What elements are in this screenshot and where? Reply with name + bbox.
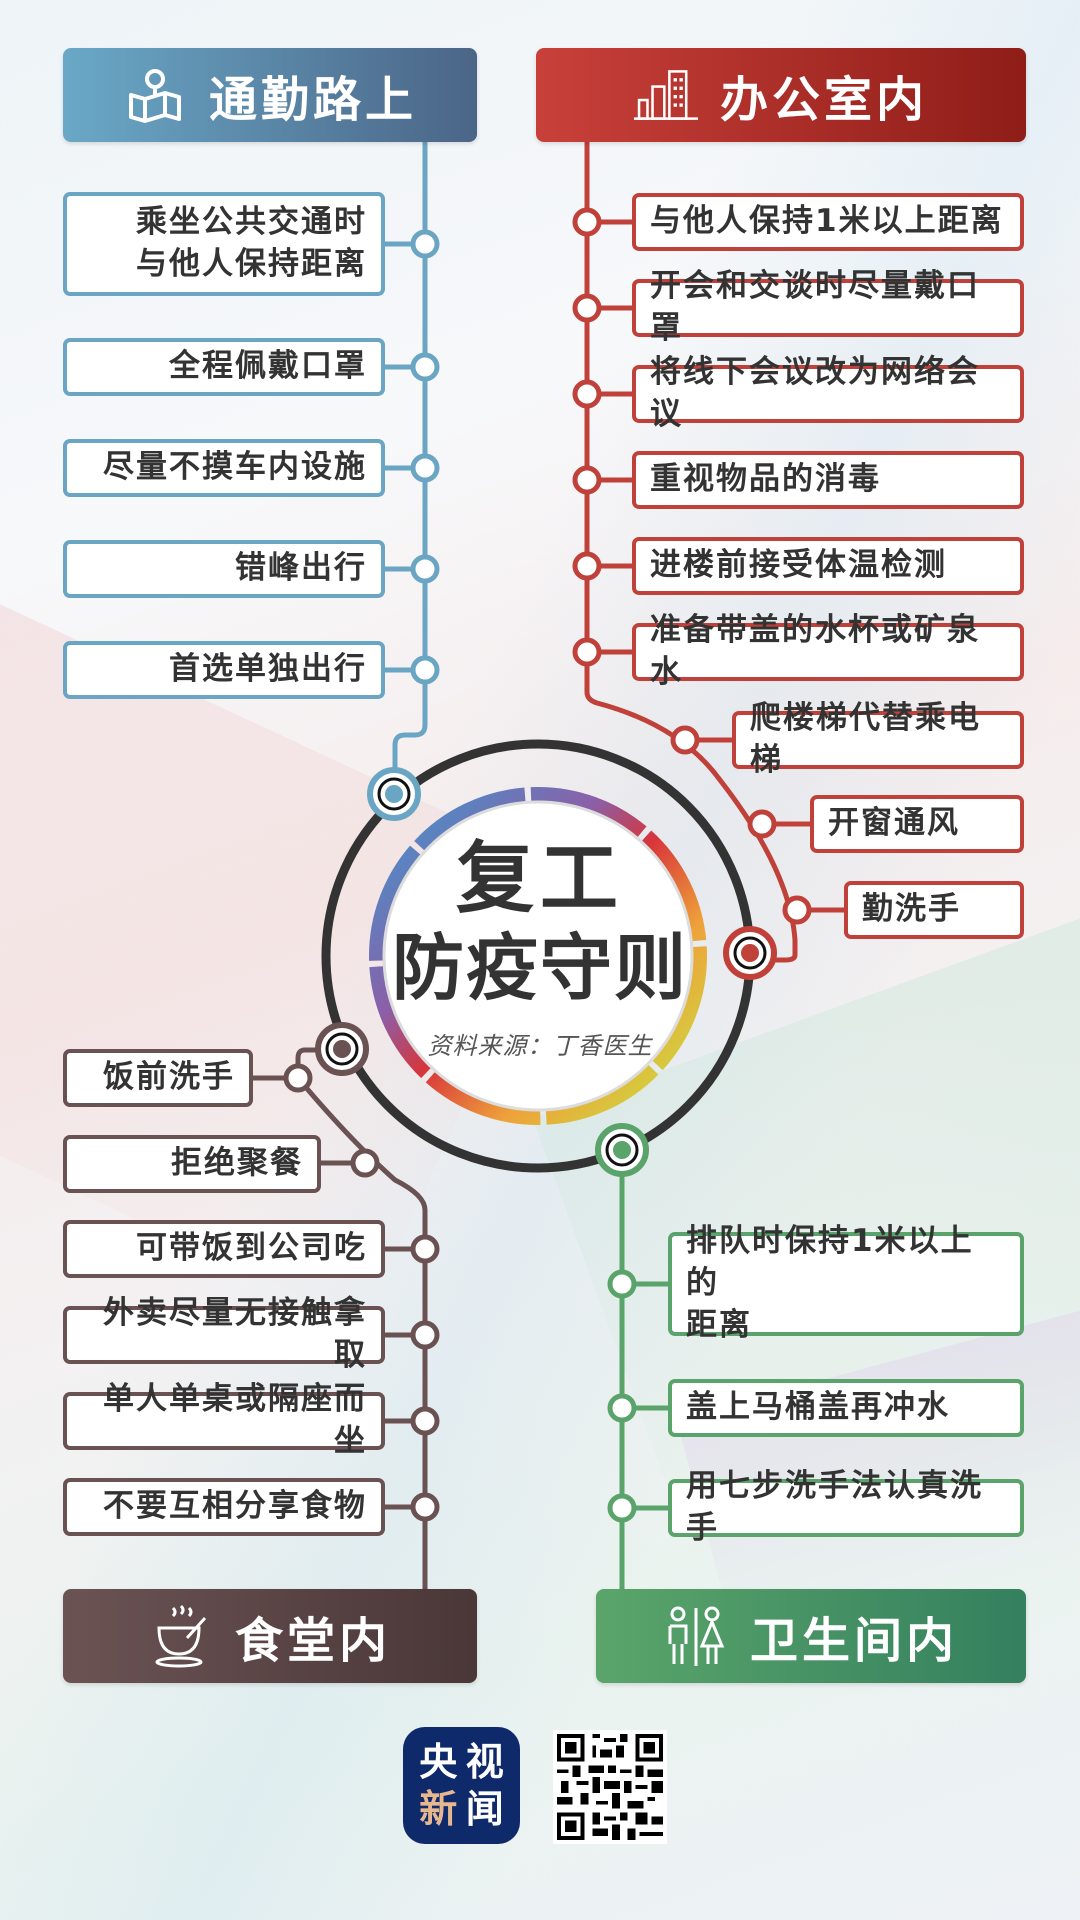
toilet-line — [619, 1150, 668, 1590]
list-item: 勤洗手 — [844, 881, 1024, 939]
section-title: 食堂内 — [234, 1613, 391, 1669]
list-item: 开窗通风 — [810, 795, 1024, 853]
source-credit: 资料来源：丁香医生 — [427, 1032, 653, 1060]
qr-code[interactable] — [553, 1730, 667, 1844]
list-item: 开会和交谈时尽量戴口罩 — [632, 268, 1024, 346]
list-item: 首选单独出行 — [63, 641, 385, 699]
hot-cup-icon — [149, 1604, 213, 1668]
title-line-1: 复工 — [455, 834, 624, 924]
section-header-canteen: 食堂内 — [63, 1589, 477, 1683]
logo-char: 央 — [419, 1740, 458, 1785]
list-item: 用七步洗手法认真洗手 — [668, 1468, 1024, 1546]
section-header-toilet: 卫生间内 — [596, 1589, 1026, 1683]
hub-ring — [321, 739, 755, 1173]
logo-char: 视 — [465, 1740, 504, 1785]
list-item: 盖上马桶盖再冲水 — [668, 1379, 1024, 1437]
list-item: 爬楼梯代替乘电梯 — [732, 700, 1024, 778]
list-item: 可带饭到公司吃 — [63, 1220, 385, 1278]
map-pin-icon — [123, 63, 187, 127]
list-item: 将线下会议改为网络会议 — [632, 354, 1024, 432]
canteen-line — [252, 1047, 428, 1590]
cctv-news-logo: 央 视 新 闻 — [403, 1727, 520, 1844]
section-header-commute: 通勤路上 — [63, 48, 477, 142]
section-title: 通勤路上 — [208, 72, 417, 128]
list-item: 与他人保持1米以上距离 — [632, 193, 1024, 251]
list-item: 单人单桌或隔座而坐 — [63, 1381, 385, 1459]
list-item: 重视物品的消毒 — [632, 451, 1024, 509]
list-item: 拒绝聚餐 — [63, 1135, 321, 1193]
list-item: 乘坐公共交通时 与他人保持距离 — [63, 192, 385, 296]
toilet-station — [595, 1123, 649, 1177]
section-title: 办公室内 — [719, 72, 928, 128]
office-station — [723, 926, 777, 980]
canteen-station — [315, 1022, 369, 1076]
logo-char: 闻 — [465, 1786, 504, 1831]
commute-station — [367, 767, 421, 821]
logo-char: 新 — [419, 1786, 458, 1831]
list-item: 饭前洗手 — [63, 1049, 253, 1107]
list-item: 准备带盖的水杯或矿泉水 — [632, 612, 1024, 690]
list-item: 进楼前接受体温检测 — [632, 537, 1024, 595]
list-item: 外卖尽量无接触拿取 — [63, 1295, 385, 1373]
list-item: 尽量不摸车内设施 — [63, 439, 385, 497]
building-icon — [633, 63, 698, 127]
list-item: 错峰出行 — [63, 540, 385, 598]
restroom-icon — [664, 1604, 728, 1668]
section-header-office: 办公室内 — [536, 48, 1026, 142]
list-item: 全程佩戴口罩 — [63, 338, 385, 396]
page-title: 复工 防疫守则 资料来源：丁香医生 — [390, 840, 690, 1061]
section-title: 卫生间内 — [749, 1613, 958, 1669]
list-item: 排队时保持1米以上的 距离 — [668, 1223, 1024, 1343]
list-item: 不要互相分享食物 — [63, 1478, 385, 1536]
commute-line — [385, 142, 428, 795]
title-line-2: 防疫守则 — [391, 926, 688, 1010]
office-line — [584, 142, 844, 963]
